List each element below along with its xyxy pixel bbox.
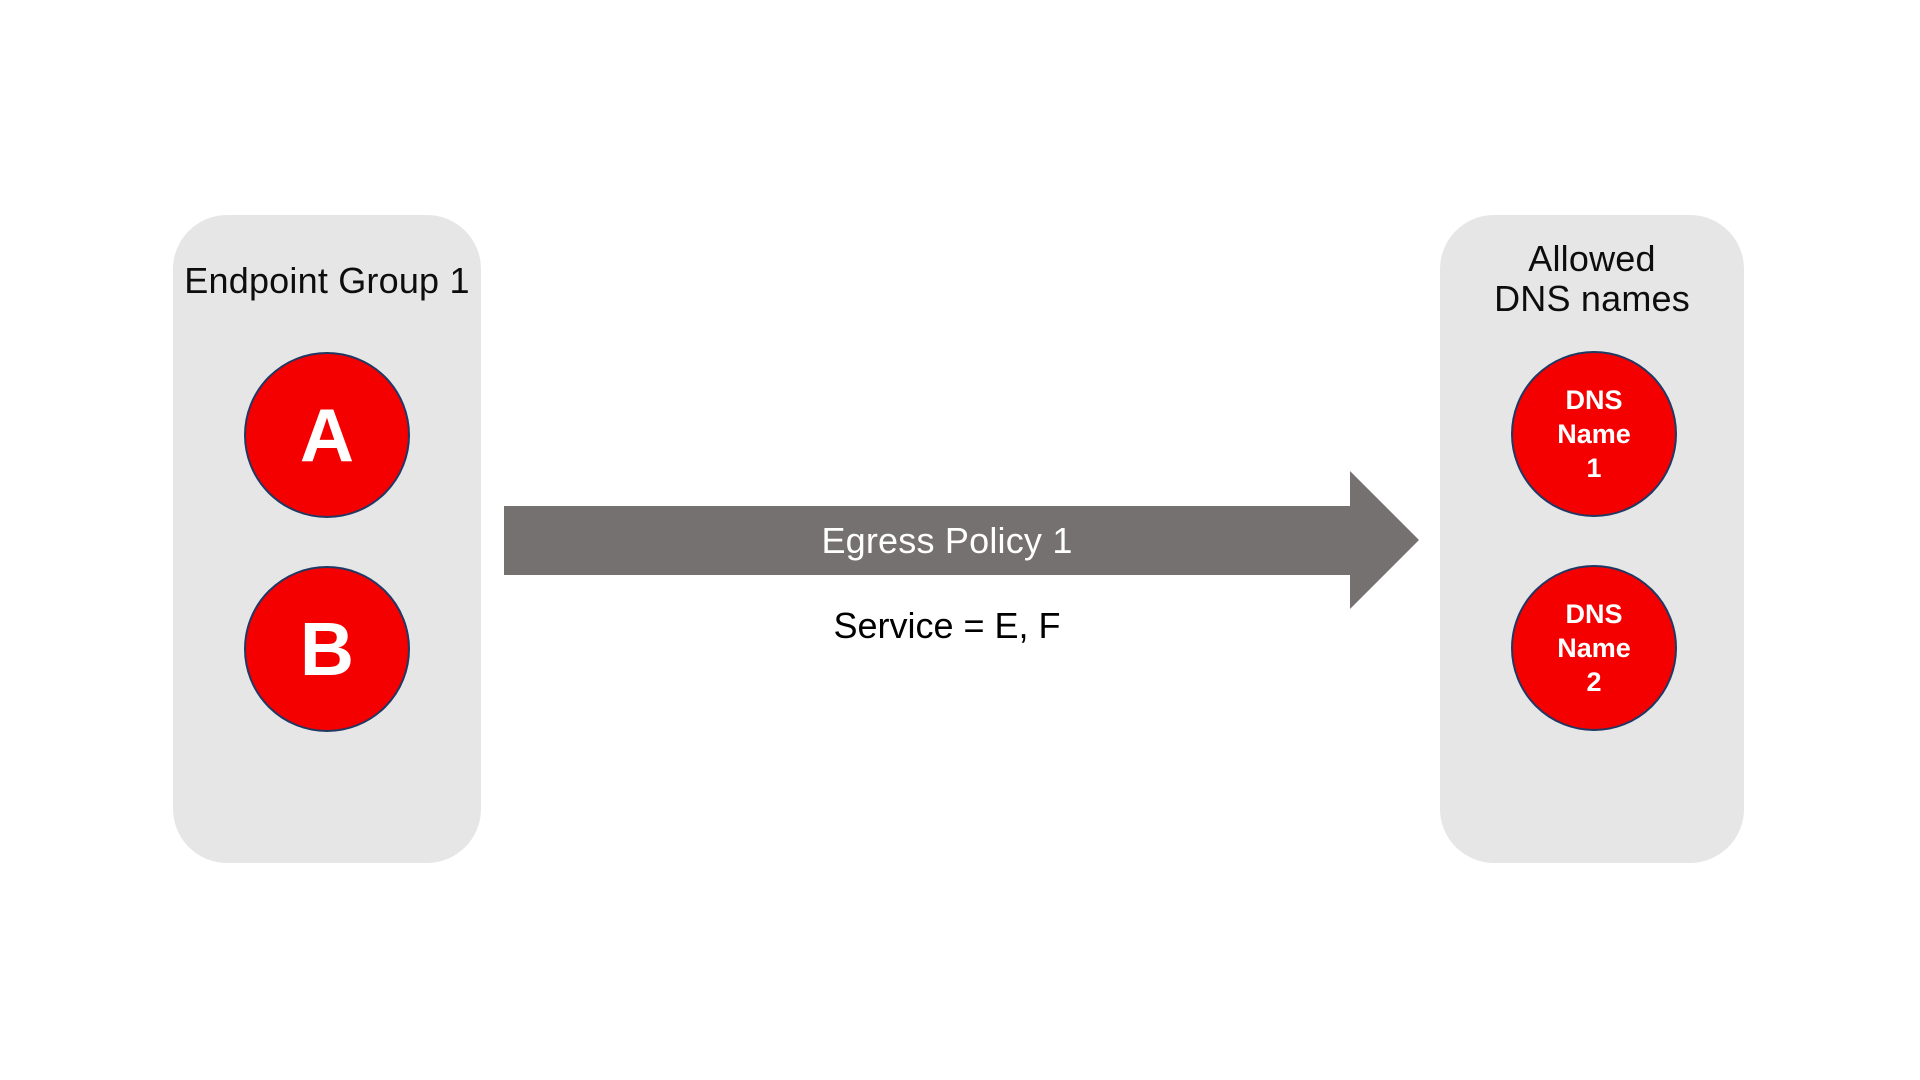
endpoint-node-b: B: [244, 566, 410, 732]
dns-name-2-line-3: 2: [1586, 667, 1602, 697]
endpoint-node-b-label: B: [299, 606, 355, 691]
dns-name-1-node: DNS Name 1: [1511, 351, 1677, 517]
endpoint-node-a-label: A: [299, 392, 355, 477]
allowed-dns-title-line-2: DNS names: [1494, 278, 1690, 319]
dns-name-2-line-2: Name: [1557, 633, 1631, 663]
endpoint-group-title: Endpoint Group 1: [184, 260, 470, 301]
egress-arrow-body: [504, 506, 1350, 575]
dns-name-1-line-3: 1: [1586, 453, 1602, 483]
egress-arrow-head-icon: [1350, 471, 1419, 609]
endpoint-group-panel: Endpoint Group 1 A B: [173, 215, 481, 863]
allowed-dns-title-line-1: Allowed: [1528, 238, 1656, 279]
egress-policy-label: Egress Policy 1: [821, 520, 1073, 561]
service-label: Service = E, F: [833, 605, 1061, 646]
dns-name-1-line-2: Name: [1557, 419, 1631, 449]
allowed-dns-panel: Allowed DNS names DNS Name 1 DNS Name 2: [1440, 215, 1744, 863]
endpoint-node-a: A: [244, 352, 410, 518]
allowed-dns-title: Allowed DNS names: [1440, 239, 1744, 319]
dns-name-2-node: DNS Name 2: [1511, 565, 1677, 731]
dns-name-2-line-1: DNS: [1565, 599, 1623, 629]
dns-name-1-line-1: DNS: [1565, 385, 1623, 415]
